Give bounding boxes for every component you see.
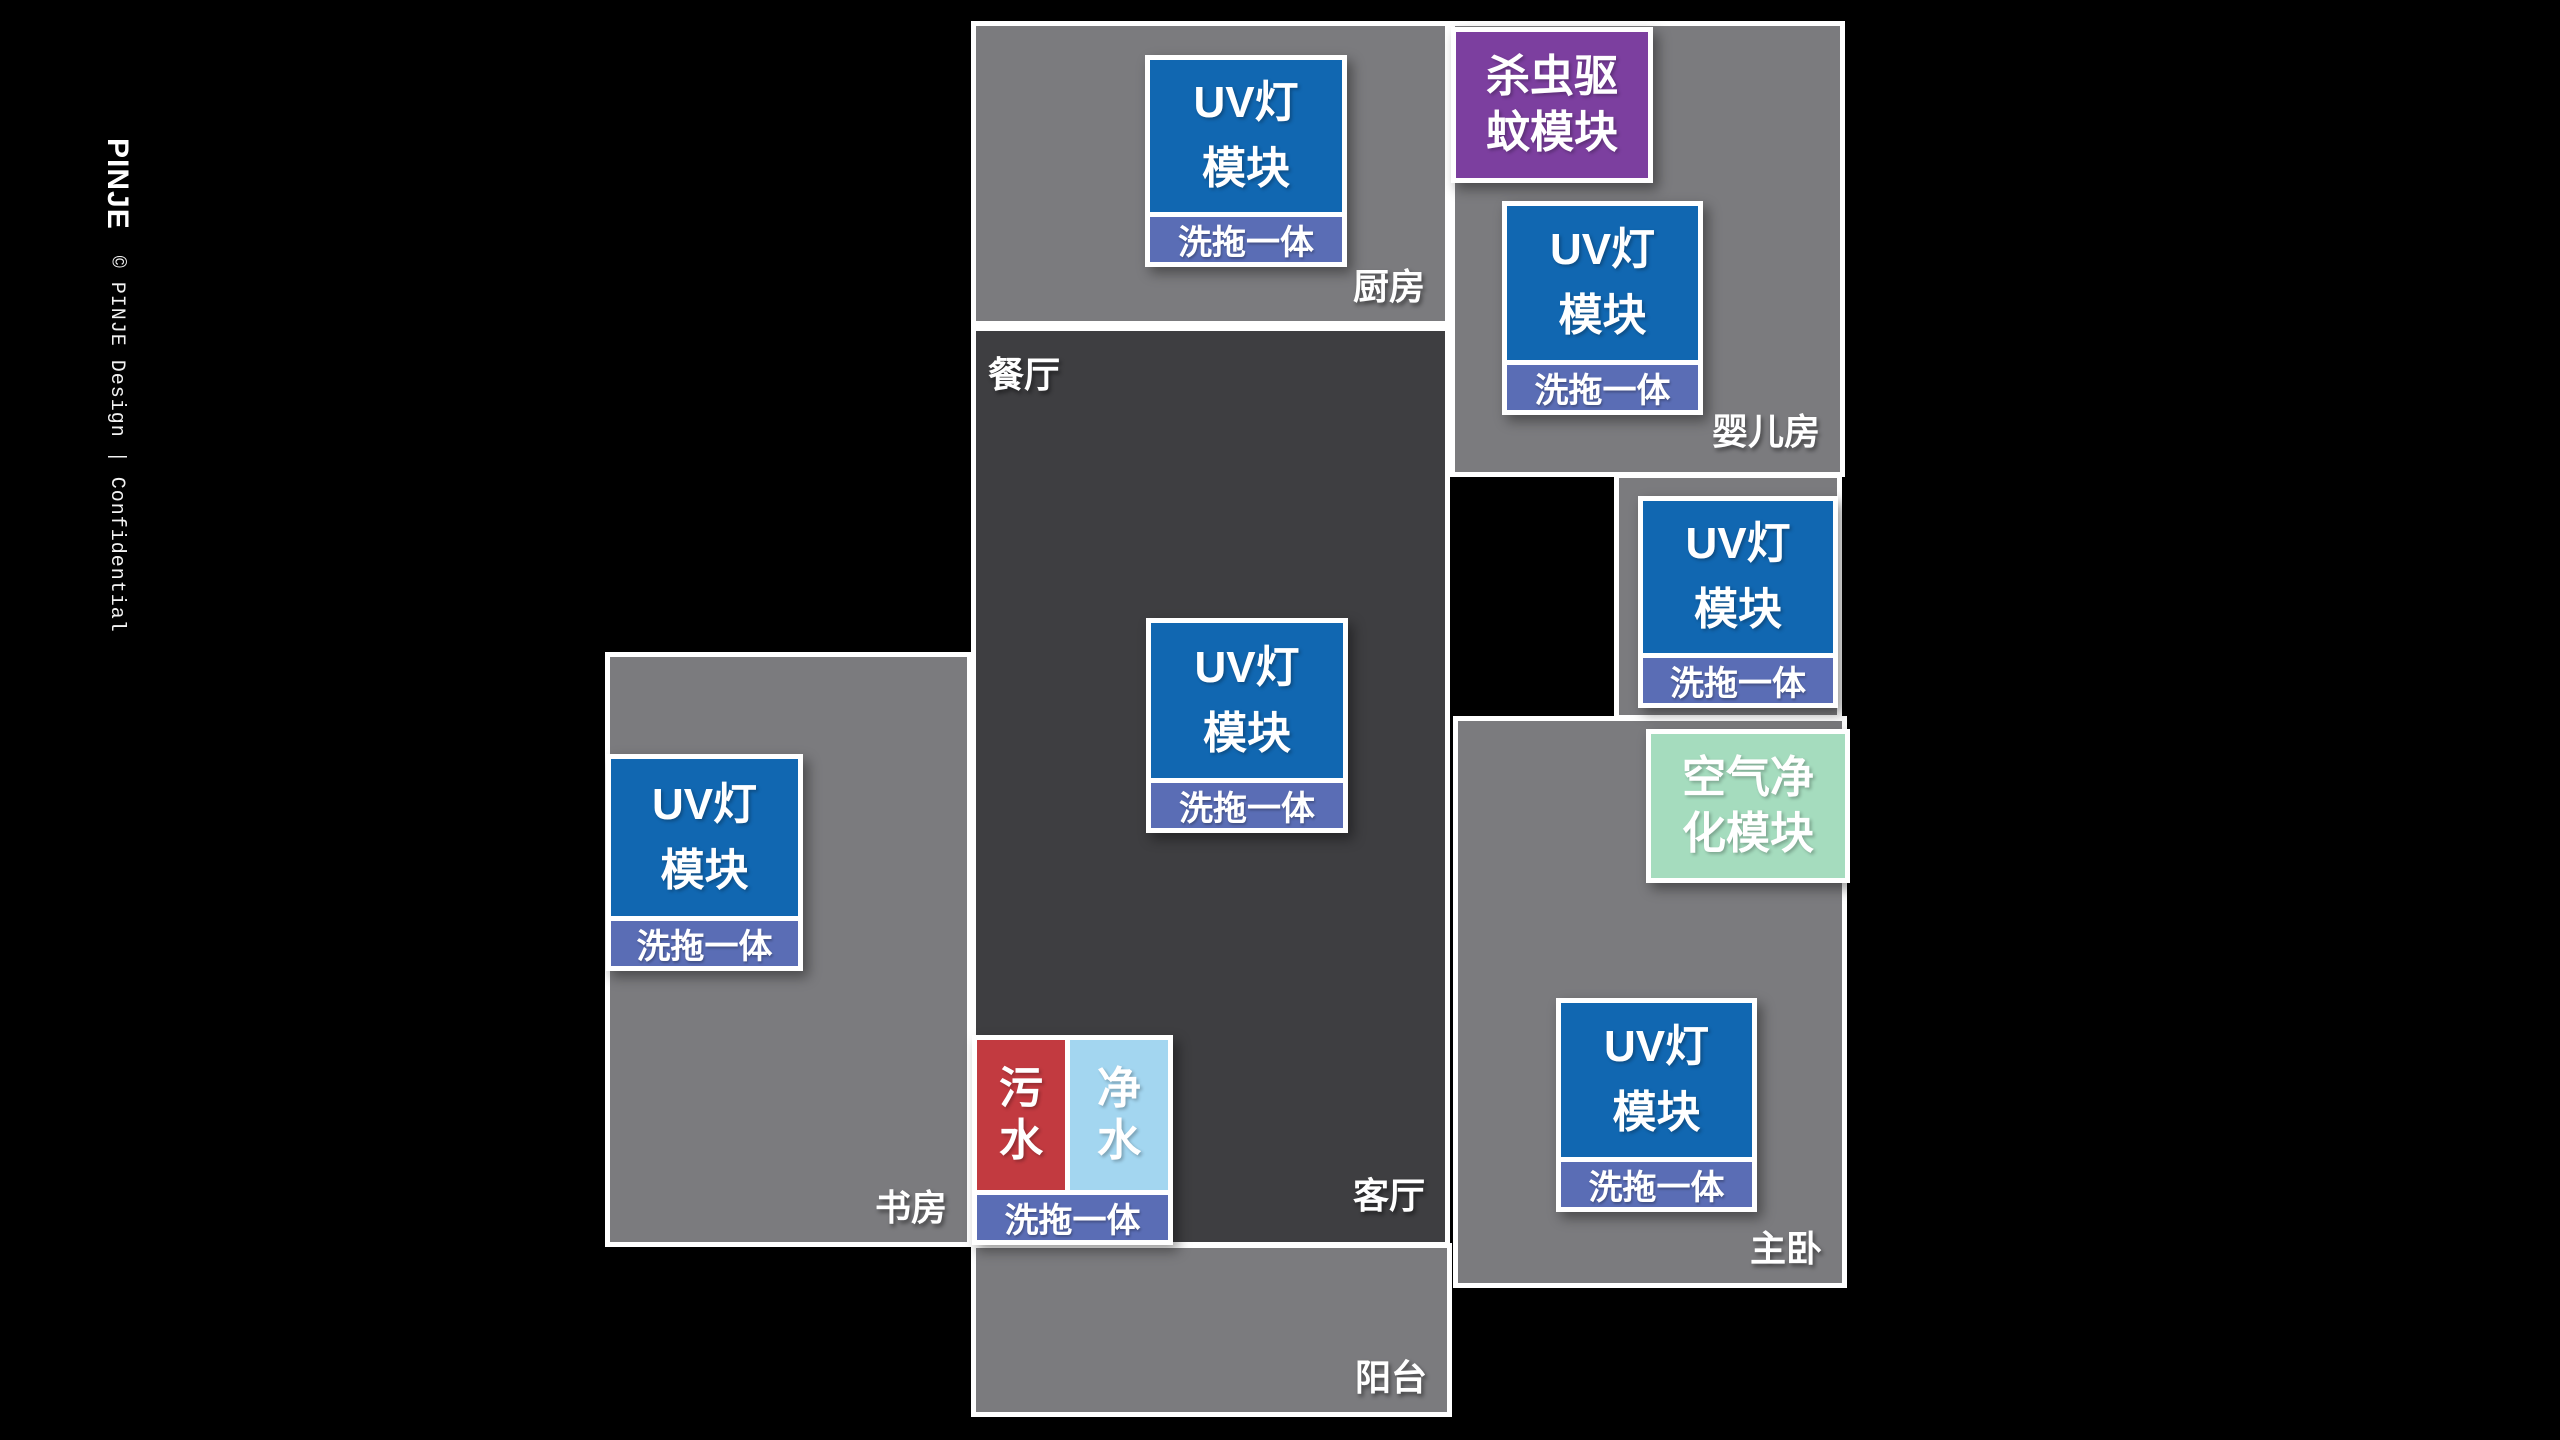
uv-module-badge-bathroom: UV灯 模块 洗拖一体	[1638, 496, 1838, 708]
room-label-kitchen: 厨房	[1352, 266, 1425, 307]
air-module-title: 空气净 化模块	[1651, 734, 1845, 878]
room-label-living: 客厅	[1352, 1175, 1425, 1216]
uv-module-line2: 模块	[1202, 144, 1290, 193]
uv-module-line1: UV灯	[1194, 642, 1300, 692]
uv-module-line1: UV灯	[651, 779, 758, 829]
wash-mop-strip: 洗拖一体	[611, 921, 798, 966]
room-label-dining: 餐厅	[988, 354, 1061, 395]
room-label-balcony: 阳台	[1354, 1357, 1427, 1398]
pest-module-title: 杀虫驱 蚊模块	[1456, 32, 1648, 178]
pest-module-line2: 蚊模块	[1486, 108, 1618, 157]
uv-module-title: UV灯 模块	[1561, 1003, 1752, 1157]
pest-repellent-module-badge: 杀虫驱 蚊模块	[1451, 27, 1653, 183]
uv-module-title: UV灯 模块	[1150, 60, 1342, 212]
water-module-badge: 污 水 净 水 洗拖一体	[972, 1035, 1173, 1245]
uv-module-badge-master: UV灯 模块 洗拖一体	[1556, 998, 1757, 1212]
uv-module-title: UV灯 模块	[611, 759, 798, 916]
clean-water-tank: 净 水	[1070, 1040, 1168, 1190]
brand-watermark: PINJE © PINJE Design | Confidential	[100, 138, 134, 633]
uv-module-line1: UV灯	[1193, 78, 1299, 127]
uv-module-badge-study: UV灯 模块 洗拖一体	[606, 754, 803, 971]
uv-module-line2: 模块	[660, 845, 749, 895]
uv-module-badge-nursery: UV灯 模块 洗拖一体	[1502, 201, 1703, 415]
uv-module-title: UV灯 模块	[1507, 206, 1698, 360]
wash-mop-strip: 洗拖一体	[1151, 783, 1343, 828]
clean-line1: 净	[1097, 1064, 1141, 1113]
uv-module-title: UV灯 模块	[1151, 623, 1343, 778]
wash-mop-strip: 洗拖一体	[977, 1195, 1168, 1240]
air-module-line2: 化模块	[1682, 809, 1814, 858]
room-label-nursery: 婴儿房	[1711, 411, 1820, 452]
clean-line2: 水	[1097, 1116, 1141, 1165]
pinje-logo: PINJE	[101, 138, 134, 230]
uv-module-badge-living: UV灯 模块 洗拖一体	[1146, 618, 1348, 833]
room-label-master: 主卧	[1749, 1228, 1822, 1269]
air-purifier-module-badge: 空气净 化模块	[1646, 729, 1850, 883]
wash-mop-strip: 洗拖一体	[1561, 1162, 1752, 1207]
wash-mop-strip: 洗拖一体	[1150, 217, 1342, 262]
uv-module-title: UV灯 模块	[1643, 501, 1833, 653]
sewage-line2: 水	[999, 1116, 1043, 1165]
copyright-credit: © PINJE Design | Confidential	[105, 255, 129, 633]
uv-module-line2: 模块	[1203, 708, 1291, 758]
air-module-line1: 空气净	[1682, 753, 1814, 802]
wash-mop-strip: 洗拖一体	[1643, 658, 1833, 703]
uv-module-line1: UV灯	[1549, 225, 1656, 274]
uv-module-line2: 模块	[1694, 585, 1782, 634]
uv-module-line2: 模块	[1612, 1088, 1701, 1137]
uv-module-line1: UV灯	[1603, 1022, 1710, 1071]
room-label-study: 书房	[874, 1187, 947, 1228]
wash-mop-strip: 洗拖一体	[1507, 365, 1698, 410]
uv-module-line1: UV灯	[1685, 519, 1791, 568]
sewage-line1: 污	[999, 1064, 1043, 1113]
sewage-water-tank: 污 水	[977, 1040, 1065, 1190]
uv-module-badge-kitchen: UV灯 模块 洗拖一体	[1145, 55, 1347, 267]
water-tanks: 污 水 净 水	[977, 1040, 1168, 1190]
room-balcony: 阳台	[971, 1243, 1452, 1417]
uv-module-line2: 模块	[1558, 291, 1647, 340]
pest-module-line1: 杀虫驱	[1486, 52, 1618, 101]
